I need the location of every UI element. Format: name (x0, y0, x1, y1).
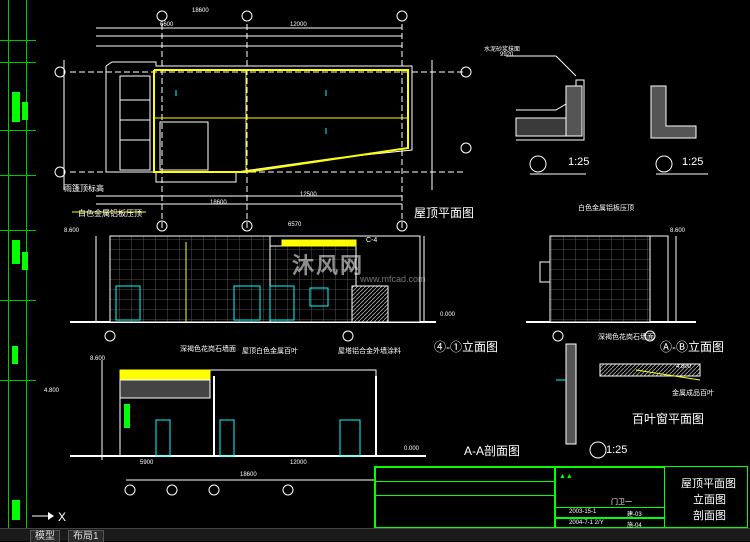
dimension-text: 8.600 (64, 228, 80, 234)
elevation-note: 屋塔铝合金外墙涂料 (338, 348, 401, 355)
title-block-code: 门卫一 (611, 499, 632, 506)
title-block-date: 2003-15-1 (569, 509, 597, 515)
detail-note: 水泥砂浆抹面 (484, 47, 521, 53)
plan-note: 雨篷顶标高 (64, 184, 104, 193)
title-block-name: 屋顶平面图 (681, 478, 736, 490)
title-block-name: 剖面图 (693, 510, 726, 522)
palette-tool-button[interactable] (12, 346, 18, 364)
inner-room (159, 121, 209, 171)
palette-separator (0, 230, 36, 231)
section-a-a (70, 360, 426, 496)
dimension-text: 4.800 (44, 388, 60, 394)
dimension-text: 6570 (288, 222, 302, 228)
watermark-url: www.mfcad.com (360, 274, 426, 284)
palette-separator (0, 300, 36, 301)
title-block-left (375, 467, 555, 529)
dimension-text: 4.800 (676, 364, 692, 370)
title-block-sheet: 施-04 (627, 523, 642, 529)
dimension-text: 6600 (160, 22, 174, 28)
palette-tool-button[interactable] (12, 92, 20, 122)
ucs-icon: X (32, 510, 66, 524)
dimension-text: 18600 (192, 8, 209, 14)
louver-note: 金属成品百叶 (672, 390, 714, 397)
palette-separator (0, 40, 36, 41)
title-block-sheet: 建-03 (627, 512, 642, 518)
drawing-canvas[interactable] (36, 0, 750, 528)
palette-tool-button[interactable] (12, 500, 20, 520)
title-block-date: 2004-7-1 2/Y (569, 520, 604, 526)
dimension-text: 0.000 (404, 446, 420, 452)
detail-2-scale: 1:25 (682, 156, 704, 168)
detail-1-scale: 1:25 (568, 156, 590, 168)
stair-block (119, 75, 151, 171)
elevation-a-b (526, 235, 696, 342)
dimension-text: 18600 (240, 472, 257, 478)
elevation-4-1-title: ④-①立面图 (434, 340, 498, 354)
palette-separator (0, 380, 36, 381)
section-title: A-A剖面图 (464, 444, 521, 458)
palette-tool-button[interactable] (22, 252, 28, 270)
dimension-text: 18600 (210, 200, 227, 206)
elevation-note: 白色金属铝板压顶 (578, 205, 634, 212)
roof-plan (54, 10, 472, 232)
elevation-a-b-title: Ⓐ-Ⓑ立面图 (660, 340, 724, 354)
dimension-text: 12500 (300, 192, 317, 198)
dimension-text: 5900 (140, 460, 154, 466)
layout-tabs: 模型 布局1 (0, 528, 750, 542)
tool-palette (0, 0, 36, 528)
elevation-note: 屋顶白色金属百叶 (242, 348, 298, 355)
palette-separator (0, 175, 36, 176)
detail-3-and-louver (556, 343, 701, 459)
palette-tool-button[interactable] (22, 102, 28, 120)
detail-drawings (506, 55, 708, 175)
palette-separator (0, 130, 36, 131)
dimension-text: 12000 (290, 22, 307, 28)
detail-3-scale: 1:25 (606, 444, 628, 456)
tab-layout1[interactable]: 布局1 (68, 530, 104, 542)
title-block-name: 立面图 (693, 494, 726, 506)
palette-divider (8, 0, 9, 528)
roof-plan-title: 屋顶平面图 (414, 206, 475, 220)
elevation-4-1 (70, 235, 436, 342)
palette-tool-button[interactable] (12, 240, 20, 264)
title-block: ▲▲ 门卫一 2003-15-1 2004-7-1 2/Y 建-03 施-04 … (374, 466, 748, 529)
tab-model[interactable]: 模型 (30, 530, 60, 542)
dimension-text: 12000 (290, 460, 307, 466)
elevation-tag: C-4 (366, 237, 378, 244)
palette-separator (0, 62, 36, 63)
dimension-text: 0.000 (440, 312, 456, 318)
watermark-logo: 沐风网 (292, 253, 365, 278)
louver-title: 百叶窗平面图 (632, 412, 705, 426)
elevation-note: 深褐色花岗石墙面 (598, 334, 654, 341)
plan-note: 白色金属铝板压顶 (78, 209, 142, 218)
title-block-logo: ▲▲ (559, 473, 573, 480)
dimension-text: 8.600 (670, 228, 686, 234)
detail-ref: 9920 (500, 52, 514, 58)
dimension-text: 8.600 (90, 356, 106, 362)
svg-text:X: X (58, 510, 66, 524)
elevation-note: 深褐色花岗石墙面 (180, 346, 236, 353)
